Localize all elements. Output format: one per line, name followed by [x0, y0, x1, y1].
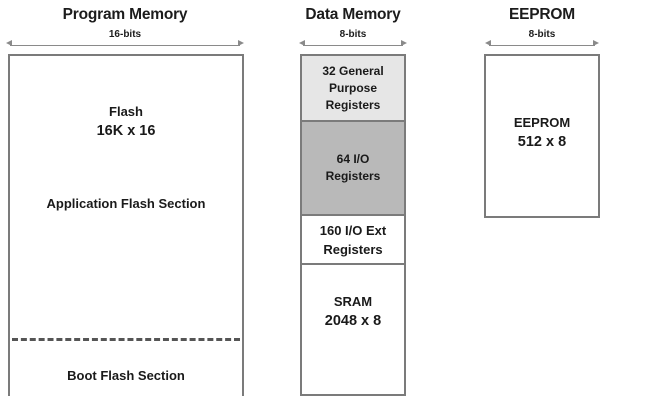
- label-boot-flash-section: Boot Flash Section: [67, 368, 185, 383]
- dimension-label-eeprom: 8-bits: [485, 29, 599, 40]
- arrow-left-icon: [299, 40, 305, 46]
- memory-box-program-memory[interactable]: Flash 16K x 16 Application Flash Section…: [8, 54, 244, 398]
- segment-gpr-line-2: Registers: [325, 97, 381, 112]
- boot-section-divider: [12, 338, 240, 341]
- arrow-right-icon: [401, 40, 407, 46]
- width-dimension-program-memory: 16-bits: [6, 29, 244, 52]
- segment-flash-line-0: Flash: [109, 104, 143, 119]
- label-application-flash-section: Application Flash Section: [46, 196, 206, 211]
- segment-divider: [302, 263, 404, 265]
- segment-flash-line-1: 16K x 16: [96, 123, 156, 139]
- dimension-label-program-memory: 16-bits: [6, 29, 244, 40]
- segment-divider: [302, 120, 404, 122]
- arrow-left-icon: [6, 40, 12, 46]
- column-title-data-memory: Data Memory: [305, 6, 401, 23]
- arrow-right-icon: [593, 40, 599, 46]
- segment-flash[interactable]: Flash 16K x 16: [10, 56, 242, 398]
- segment-sram-line-1: 2048 x 8: [324, 313, 382, 329]
- arrow-left-icon: [485, 40, 491, 46]
- memory-box-data-memory[interactable]: 32 General Purpose Registers 64 I/O Regi…: [300, 54, 406, 396]
- segment-io-registers-line-1: Registers: [325, 169, 381, 183]
- memory-box-eeprom[interactable]: EEPROM 512 x 8: [484, 54, 600, 218]
- width-dimension-data-memory: 8-bits: [299, 29, 407, 52]
- column-title-program-memory: Program Memory: [62, 6, 188, 23]
- segment-eeprom-line-1: 512 x 8: [517, 134, 567, 150]
- width-dimension-eeprom: 8-bits: [485, 29, 599, 52]
- segment-eeprom-line-0: EEPROM: [513, 115, 571, 130]
- segment-io-registers[interactable]: 64 I/O Registers: [302, 122, 404, 214]
- segment-divider: [302, 214, 404, 216]
- segment-gpr-line-0: 32 General: [322, 63, 384, 78]
- segment-io-registers-line-0: 64 I/O: [336, 152, 370, 166]
- dimension-label-data-memory: 8-bits: [299, 29, 407, 40]
- segment-io-ext-line-1: Registers: [323, 241, 383, 257]
- segment-io-ext-registers[interactable]: 160 I/O Ext Registers: [302, 216, 404, 263]
- arrow-right-icon: [238, 40, 244, 46]
- segment-sram[interactable]: SRAM 2048 x 8: [302, 265, 404, 394]
- dimension-line: [10, 45, 240, 46]
- segment-gpr-line-1: Purpose: [328, 80, 377, 95]
- column-title-eeprom: EEPROM: [509, 6, 575, 23]
- dimension-line: [303, 45, 403, 46]
- segment-general-purpose-registers[interactable]: 32 General Purpose Registers: [302, 56, 404, 120]
- segment-sram-line-0: SRAM: [333, 294, 373, 309]
- segment-eeprom[interactable]: EEPROM 512 x 8: [486, 56, 598, 216]
- dimension-line: [489, 45, 595, 46]
- segment-io-ext-line-0: 160 I/O Ext: [319, 222, 387, 238]
